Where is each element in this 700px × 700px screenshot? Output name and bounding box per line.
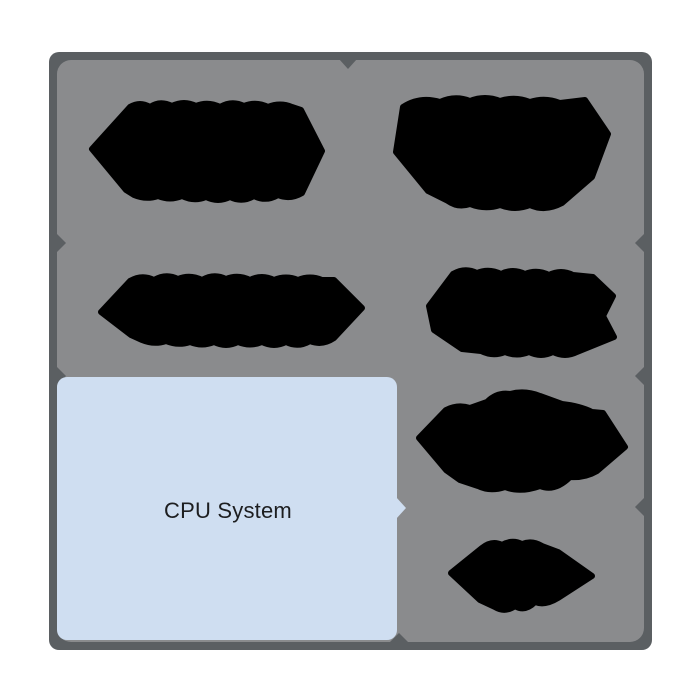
redacted-block-top-left-blob bbox=[89, 100, 325, 203]
seam-notch-right-mid bbox=[635, 367, 644, 385]
redacted-block-mid-left-blob bbox=[98, 273, 365, 348]
seam-notch-left-mid bbox=[57, 367, 66, 385]
seam-notches bbox=[57, 59, 644, 642]
seam-notch-left-upper bbox=[57, 234, 66, 252]
cpu-system-label: CPU System bbox=[164, 498, 292, 523]
cpu-system-block: CPU System bbox=[57, 377, 406, 640]
seam-notch-right-upper bbox=[635, 234, 644, 252]
seam-notch-right-lower bbox=[635, 498, 644, 516]
redacted-block-mid-right-blob bbox=[426, 267, 617, 358]
cpu-system-rect bbox=[57, 377, 397, 640]
redacted-block-right-lower-blob bbox=[416, 389, 628, 493]
seam-notch-bottom bbox=[390, 633, 408, 642]
redacted-block-top-right-blob bbox=[393, 95, 611, 211]
redacted-blocks bbox=[89, 95, 628, 613]
seam-notch-top bbox=[339, 59, 357, 69]
redacted-block-bottom-right-blob bbox=[448, 538, 595, 613]
cpu-system-arrow-tab bbox=[396, 497, 406, 519]
